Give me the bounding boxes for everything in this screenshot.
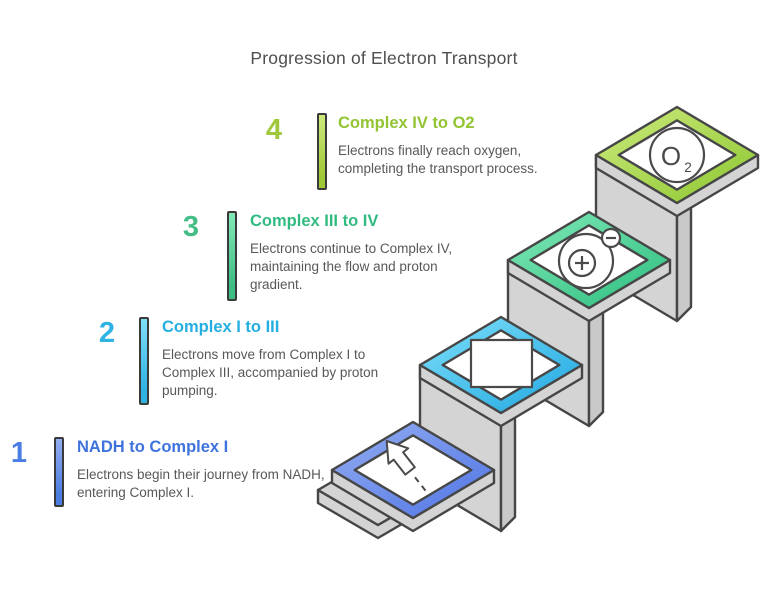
step-accent-bar: [317, 113, 327, 190]
step-title: Complex I to III: [162, 318, 280, 336]
step-number: 2: [98, 317, 116, 349]
tread-face: [353, 434, 473, 506]
step-title: Complex IV to O2: [338, 114, 475, 132]
step-accent-bar: [227, 211, 237, 301]
svg-text:O: O: [661, 141, 681, 171]
step-title: Complex III to IV: [250, 212, 379, 230]
step-1-platform: [330, 420, 496, 533]
step-title: NADH to Complex I: [77, 438, 229, 456]
step-description: Electrons begin their journey from NADH,…: [77, 466, 325, 500]
step-description: Electrons continue to Complex IV, mainta…: [250, 240, 453, 292]
step-number: 1: [10, 437, 28, 469]
page-title: Progression of Electron Transport: [250, 48, 518, 68]
tread-face: [617, 119, 737, 191]
arrow-up-icon: [385, 439, 431, 497]
step-description: Electrons move from Complex I to Complex…: [162, 346, 379, 398]
step-number: 3: [182, 211, 200, 243]
oxygen-icon: O 2: [648, 126, 706, 184]
step-number: 4: [265, 114, 283, 146]
svg-text:2: 2: [684, 160, 692, 175]
step-description: Electrons finally reach oxygen, completi…: [338, 142, 538, 176]
atom-icon: [557, 227, 622, 290]
rectangle-icon: [469, 338, 534, 389]
step-accent-bar: [139, 317, 149, 405]
step-accent-bar: [54, 437, 64, 507]
